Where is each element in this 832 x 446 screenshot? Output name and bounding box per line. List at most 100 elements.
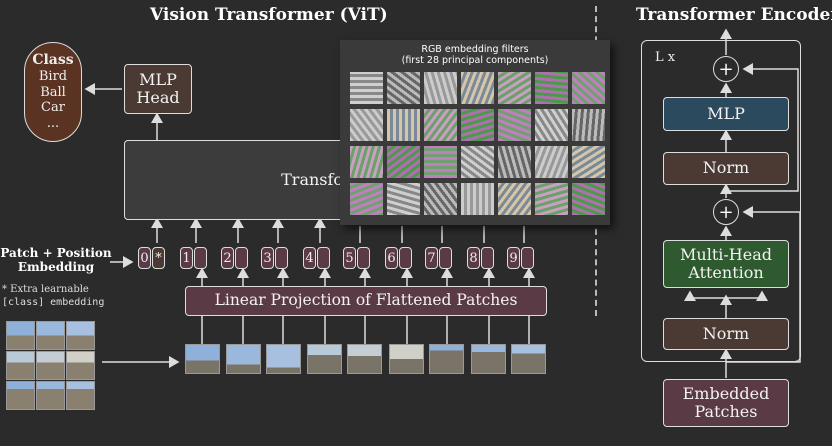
filter-tile <box>424 72 457 104</box>
position-index: 0 <box>138 247 151 269</box>
norm-top-box: Norm <box>663 152 789 185</box>
filter-tile <box>461 146 494 178</box>
flattened-patch <box>266 344 301 374</box>
note-line1: * Extra learnable <box>2 284 89 295</box>
filter-tile <box>535 146 568 178</box>
embedded-patches-box: Embedded Patches <box>663 379 789 427</box>
vit-title: Vision Transformer (ViT) <box>150 5 388 25</box>
patch-embedding <box>357 247 370 269</box>
filter-tile <box>387 146 420 178</box>
token-1: 1 <box>180 247 207 269</box>
class-item: Car <box>41 100 65 116</box>
patch-embedding <box>521 247 534 269</box>
position-index: 6 <box>385 247 398 269</box>
filters-title-line2: (first 28 principal components) <box>401 55 549 67</box>
class-item: Bird <box>38 69 68 85</box>
patch-embedding <box>275 247 288 269</box>
filter-tile <box>461 109 494 141</box>
token-2: 2 <box>221 247 248 269</box>
class-heading: Class <box>32 52 74 69</box>
image-patch <box>66 321 95 350</box>
image-patch <box>66 381 95 410</box>
flattened-patch <box>389 344 424 374</box>
token-9: 9 <box>507 247 534 269</box>
filter-tile <box>535 183 568 215</box>
position-index: 2 <box>221 247 234 269</box>
note-code: [class] embedding <box>2 296 105 308</box>
filters-title-line1: RGB embedding filters <box>421 44 529 55</box>
encoder-block <box>641 40 801 362</box>
patch-embedding <box>399 247 412 269</box>
filter-tile <box>572 146 605 178</box>
filter-tile <box>461 183 494 215</box>
filter-tile <box>387 109 420 141</box>
patch-embedding <box>194 247 207 269</box>
image-patch <box>66 351 95 380</box>
filter-tile <box>461 72 494 104</box>
filter-tile <box>572 183 605 215</box>
token-4: 4 <box>303 247 330 269</box>
position-index: 9 <box>507 247 520 269</box>
norm-bottom-box: Norm <box>663 318 789 350</box>
patch-position-embedding-label: Patch + Position Embedding <box>0 246 112 275</box>
filter-tile <box>498 109 531 141</box>
patch-embedding <box>439 247 452 269</box>
filter-tile <box>350 109 383 141</box>
position-index: 4 <box>303 247 316 269</box>
encoder-title: Transformer Encoder <box>636 5 832 25</box>
token-7: 7 <box>425 247 452 269</box>
filter-tile <box>350 146 383 178</box>
token-5: 5 <box>343 247 370 269</box>
token-3: 3 <box>261 247 288 269</box>
position-index: 3 <box>261 247 274 269</box>
flattened-patch <box>511 344 546 374</box>
class-item: ... <box>46 115 60 131</box>
filter-tile <box>424 183 457 215</box>
position-index: 8 <box>467 247 480 269</box>
patch-embedding <box>235 247 248 269</box>
image-patch <box>36 351 65 380</box>
multi-head-attention-box: Multi-Head Attention <box>663 240 789 288</box>
position-index: 5 <box>343 247 356 269</box>
filter-tile <box>424 146 457 178</box>
linear-projection-box: Linear Projection of Flattened Patches <box>185 286 547 316</box>
filter-tile <box>424 109 457 141</box>
filters-title: RGB embedding filters (first 28 principa… <box>340 44 610 67</box>
filter-tile <box>572 72 605 104</box>
mlp-head-box: MLP Head <box>124 64 192 114</box>
filter-tile <box>387 183 420 215</box>
flattened-patch <box>307 344 342 374</box>
filter-tile <box>350 183 383 215</box>
flattened-patch <box>429 344 464 374</box>
filter-tile <box>498 146 531 178</box>
position-index: 7 <box>425 247 438 269</box>
filter-tile <box>350 72 383 104</box>
residual-add-bottom: + <box>713 199 739 225</box>
flattened-patch <box>226 344 261 374</box>
flattened-patch <box>347 344 382 374</box>
class-item: Ball <box>40 84 66 100</box>
class-output: Class Bird Ball Car ... <box>24 42 82 142</box>
image-patch <box>36 321 65 350</box>
class-embedding-note: * Extra learnable [class] embedding <box>2 284 104 309</box>
filter-tile <box>498 183 531 215</box>
rgb-filters-panel: RGB embedding filters (first 28 principa… <box>340 40 610 225</box>
filter-tile <box>572 109 605 141</box>
filter-tile <box>535 72 568 104</box>
mlp-box: MLP <box>663 97 789 131</box>
flattened-patch <box>471 344 506 374</box>
filter-tile <box>387 72 420 104</box>
filter-tile <box>498 72 531 104</box>
repeat-label: L x <box>655 50 676 65</box>
patch-embedding <box>481 247 494 269</box>
image-patch <box>36 381 65 410</box>
residual-add-top: + <box>713 56 739 82</box>
image-patch <box>6 351 35 380</box>
image-patch <box>6 321 35 350</box>
token-8: 8 <box>467 247 494 269</box>
class-token: * <box>152 247 165 269</box>
image-patch <box>6 381 35 410</box>
patch-embedding <box>317 247 330 269</box>
